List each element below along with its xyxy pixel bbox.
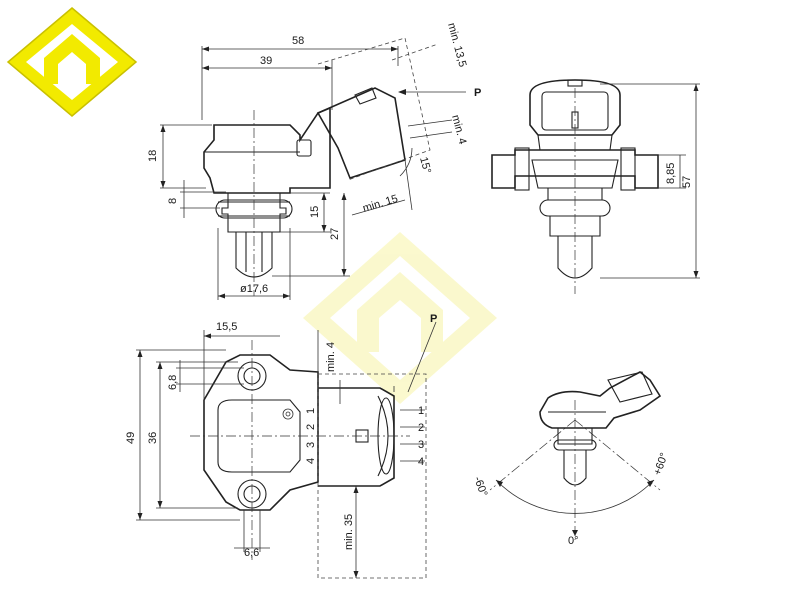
dim-8: 8 [167,198,179,204]
dim-min-4-top: min. 4 [449,114,468,146]
dim-36: 36 [147,432,159,444]
rotation-view-drawing [489,371,662,540]
dim-min-13-5: min. 13,5 [445,22,468,69]
dim-57: 57 [681,176,693,188]
top-view-drawing [136,321,437,579]
watermark-logo [303,232,497,404]
front-view-drawing [491,79,700,294]
angle-plus-60: +60° [652,451,671,477]
dim-8-85: 8,85 [665,163,677,184]
brand-logo [6,7,138,117]
dim-15-5: 15,5 [216,321,237,333]
angle-minus-60: -60° [471,475,489,498]
pin-label-3: 3 [418,439,424,451]
pin-label-2: 2 [418,422,424,434]
dim-diameter: ø17,6 [240,283,268,295]
dim-58: 58 [292,35,304,47]
pin-label-1: 1 [418,405,424,417]
dim-39: 39 [260,55,272,67]
dim-angle-15: 15° [417,156,433,175]
dim-49: 49 [125,432,137,444]
dim-27: 27 [329,228,341,240]
dim-min-35: min. 35 [343,514,355,550]
body-pin-1: 1 [305,408,317,414]
body-pin-2: 2 [305,424,317,430]
angle-0: 0° [568,535,579,547]
pressure-port-label-bottom: P [430,313,437,325]
dim-18: 18 [147,150,159,162]
dim-6-8: 6,8 [167,375,179,390]
body-pin-3: 3 [305,442,317,448]
body-pin-4: 4 [305,458,317,464]
dim-min-4-bottom: min. 4 [325,342,337,372]
side-view-drawing [160,37,466,300]
pin-label-4: 4 [418,456,424,468]
dim-6-6: 6,6 [244,547,259,559]
dim-min-15: min. 15 [361,193,399,215]
pressure-port-label: P [474,87,481,99]
dim-15: 15 [309,206,321,218]
